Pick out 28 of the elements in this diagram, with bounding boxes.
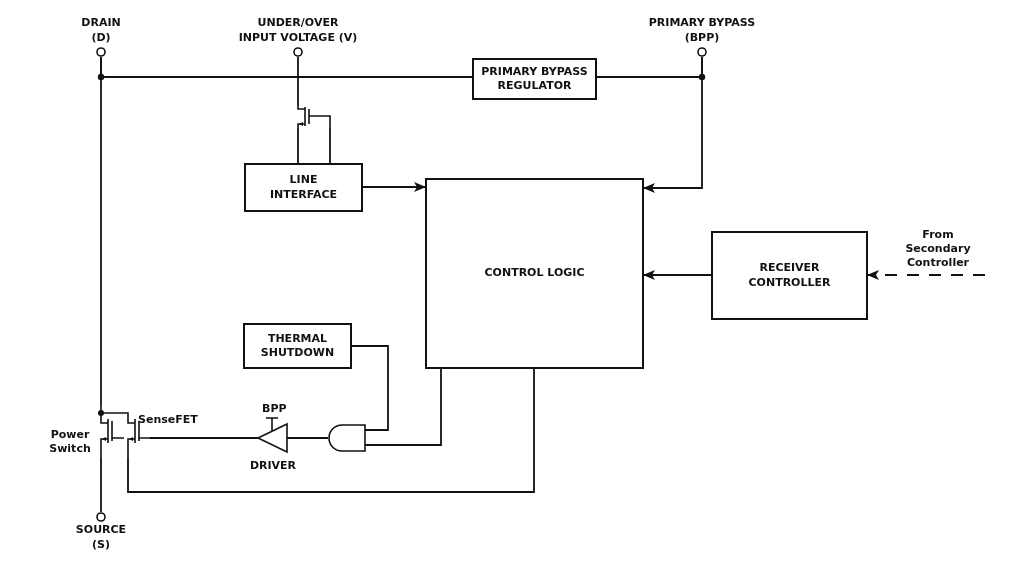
connector (643, 56, 703, 193)
terminal-label: PRIMARY BYPASS (BPP) (647, 16, 757, 46)
controller-block: RECEIVER CONTROLLER (711, 231, 868, 320)
connector (297, 56, 299, 107)
connector (364, 368, 442, 446)
logic-block: CONTROL LOGIC (425, 178, 644, 369)
pin-label: SenseFET (138, 413, 199, 427)
connector (127, 368, 535, 493)
terminal-label: DRAIN (D) (80, 16, 122, 46)
regulator-block: PRIMARY BYPASS REGULATOR (472, 58, 597, 100)
supply-label: BPP (262, 402, 286, 416)
connector (351, 345, 389, 431)
connector (100, 56, 102, 406)
connector (867, 270, 986, 280)
terminal-label: SOURCE (S) (74, 523, 128, 553)
connector (329, 127, 331, 164)
edge-label: From Secondary Controller (904, 228, 972, 270)
terminal-label: UNDER/OVER INPUT VOLTAGE (V) (237, 16, 359, 46)
block-label: DRIVER (248, 459, 298, 473)
pin-label: Power Switch (48, 428, 92, 456)
connector (297, 127, 299, 164)
interface-block: LINE INTERFACE (244, 163, 363, 212)
connector (149, 437, 259, 439)
connector (100, 457, 102, 513)
connector (286, 437, 329, 439)
connector (362, 182, 426, 192)
shutdown-block: THERMAL SHUTDOWN (243, 323, 352, 369)
connector (643, 270, 712, 280)
